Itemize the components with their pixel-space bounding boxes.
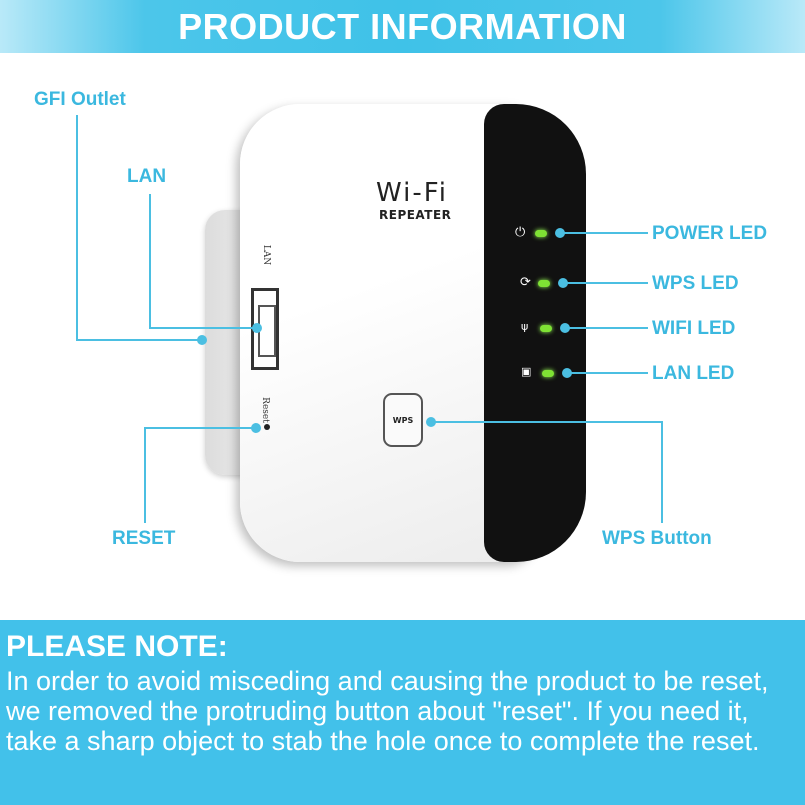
callout-dot <box>197 335 207 345</box>
callout-reset: RESET <box>112 528 176 549</box>
wifi-logo: Wi-Fi <box>376 178 449 208</box>
callout-line <box>431 421 663 423</box>
wps-led <box>538 280 550 287</box>
callout-power-led: POWER LED <box>652 223 768 244</box>
reset-hole <box>264 424 270 430</box>
page-title: PRODUCT INFORMATION <box>178 5 627 47</box>
wps-button-text: WPS <box>392 415 414 425</box>
callout-dot <box>251 423 261 433</box>
repeater-label: REPEATER <box>379 208 452 222</box>
callout-gfi-outlet: GFI Outlet <box>34 89 126 110</box>
power-led <box>535 230 547 237</box>
lan-port-icon: ▣ <box>521 365 532 378</box>
note-body: In order to avoid misceding and causing … <box>6 666 769 756</box>
callout-wps-button: WPS Button <box>602 528 712 549</box>
header-banner: PRODUCT INFORMATION <box>0 0 805 53</box>
note-title: PLEASE NOTE: <box>6 630 228 663</box>
callout-line <box>560 232 648 234</box>
callout-wps-led: WPS LED <box>652 273 739 294</box>
callout-line <box>567 372 648 374</box>
callout-dot <box>252 323 262 333</box>
power-icon: ⏻ <box>515 225 526 240</box>
antenna-icon: ψ <box>521 320 529 333</box>
lan-port-label: LAN <box>261 244 272 266</box>
wps-button: WPS <box>383 393 423 447</box>
callout-line <box>144 427 146 523</box>
callout-line <box>144 427 254 429</box>
callout-line <box>76 339 200 341</box>
callout-line <box>149 194 151 329</box>
callout-line <box>149 327 255 329</box>
callout-line <box>563 282 648 284</box>
wifi-led <box>540 325 552 332</box>
note-panel: PLEASE NOTE: In order to avoid misceding… <box>0 620 805 805</box>
reset-label: Reset <box>259 397 270 423</box>
callout-lan: LAN <box>127 166 167 187</box>
callout-line <box>76 115 78 341</box>
callout-wifi-led: WIFI LED <box>652 318 736 339</box>
callout-line <box>565 327 648 329</box>
callout-line <box>661 421 663 523</box>
sync-icon: ⟳ <box>520 275 531 290</box>
lan-led <box>542 370 554 377</box>
device-led-panel <box>484 104 586 562</box>
callout-lan-led: LAN LED <box>652 363 735 384</box>
